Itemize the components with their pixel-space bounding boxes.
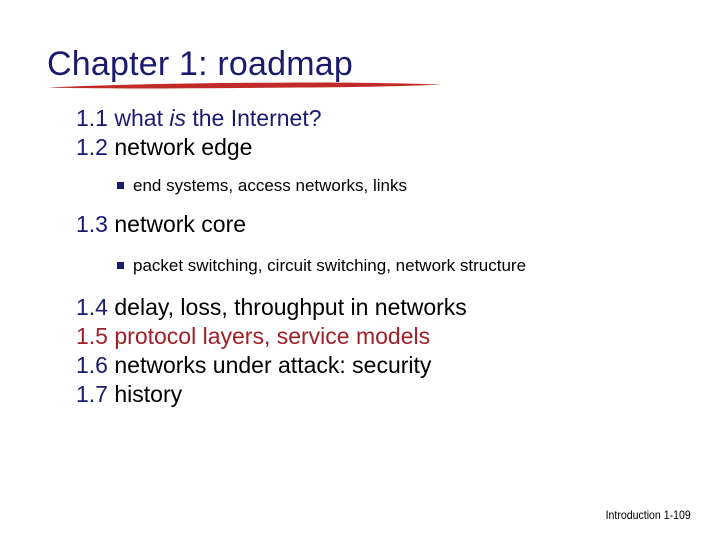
item-text-after: the Internet? xyxy=(185,105,322,131)
item-text: network edge xyxy=(107,134,253,160)
footer-slide-number: Introduction 1-109 xyxy=(605,508,691,522)
item-text: delay, loss, throughput in networks xyxy=(107,294,467,320)
square-bullet-icon xyxy=(117,262,124,269)
item-number: 1.4 xyxy=(76,294,108,320)
list-item-bullet-packet-switching[interactable]: packet switching, circuit switching, net… xyxy=(0,255,720,277)
item-number: 1.5 xyxy=(76,323,108,349)
square-bullet-icon xyxy=(117,182,124,189)
spacer xyxy=(0,277,720,293)
list-item-1-1[interactable]: 1.1 what is the Internet? xyxy=(0,104,720,133)
list-item-bullet-end-systems[interactable]: end systems, access networks, links xyxy=(0,175,720,197)
list-item-1-6[interactable]: 1.6 networks under attack: security xyxy=(0,351,720,380)
item-text: what xyxy=(114,105,170,131)
item-number: 1.7 xyxy=(76,381,108,407)
item-text: history xyxy=(107,381,183,407)
spacer xyxy=(0,239,720,255)
roadmap-list: 1.1 what is the Internet? 1.2 network ed… xyxy=(0,104,720,409)
item-number: 1.6 xyxy=(76,352,108,378)
bullet-text: end systems, access networks, links xyxy=(133,176,407,195)
item-number: 1.2 xyxy=(76,134,108,160)
list-item-1-3[interactable]: 1.3 network core xyxy=(0,210,720,239)
list-item-1-7[interactable]: 1.7 history xyxy=(0,380,720,409)
title-underline-stroke xyxy=(48,82,442,89)
list-item-1-4[interactable]: 1.4 delay, loss, throughput in networks xyxy=(0,293,720,322)
item-text-italic: is xyxy=(169,105,186,131)
page-title: Chapter 1: roadmap xyxy=(47,45,353,83)
item-number: 1.3 xyxy=(76,211,108,237)
spacer xyxy=(0,197,720,210)
item-text: protocol layers, service models xyxy=(107,323,431,349)
spacer xyxy=(0,162,720,175)
bullet-text: packet switching, circuit switching, net… xyxy=(133,256,527,275)
item-text: network core xyxy=(107,211,247,237)
list-item-1-2[interactable]: 1.2 network edge xyxy=(0,133,720,162)
item-number: 1.1 xyxy=(76,105,108,131)
item-text: networks under attack: security xyxy=(107,352,432,378)
list-item-1-5[interactable]: 1.5 protocol layers, service models xyxy=(0,322,720,351)
